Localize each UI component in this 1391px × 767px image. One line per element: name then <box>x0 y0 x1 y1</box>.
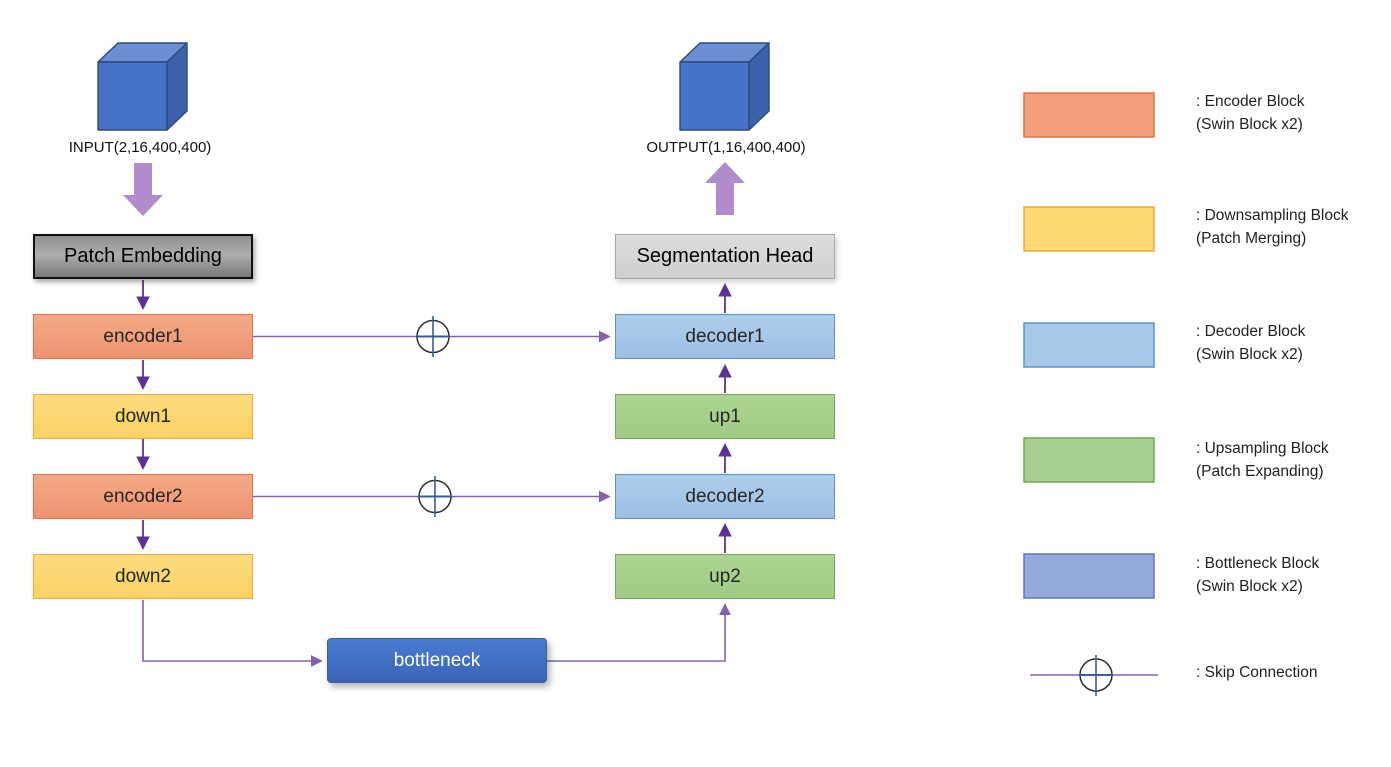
arrow-bottleneck-to-up2 <box>547 603 731 662</box>
legend-encoder-swatch-rect <box>1023 92 1155 138</box>
block-up2-label: up2 <box>709 565 741 587</box>
legend-skip-connection-text: : Skip Connection <box>1196 661 1318 684</box>
block-encoder2-label: encoder2 <box>103 485 183 507</box>
legend-encoder-swatch <box>1023 92 1155 138</box>
output-cube-front-face <box>679 61 750 131</box>
block-bottleneck-label: bottleneck <box>393 649 481 671</box>
legend-skip-connection-symbol <box>1030 655 1158 696</box>
block-down2-label: down2 <box>115 565 171 587</box>
block-encoder2: encoder2 <box>33 474 253 519</box>
legend-decoder-swatch <box>1023 322 1155 368</box>
input-cube-front-face <box>97 61 168 131</box>
block-patch-embedding: Patch Embedding <box>33 234 253 279</box>
legend-bottleneck-swatch-rect <box>1023 553 1155 599</box>
legend-downsampling-text: : Downsampling Block (Patch Merging) <box>1196 204 1348 250</box>
legend-downsampling-swatch-rect <box>1023 206 1155 252</box>
input-to-patch-embedding-arrow-icon <box>123 163 163 216</box>
block-down1-label: down1 <box>115 405 171 427</box>
legend-upsampling-line1: : Upsampling Block <box>1196 440 1329 457</box>
block-up1-label: up1 <box>709 405 741 427</box>
input-cube-icon <box>97 42 188 131</box>
block-decoder2-label: decoder2 <box>685 485 765 507</box>
output-cube-icon <box>679 42 770 131</box>
block-bottleneck: bottleneck <box>327 638 547 683</box>
legend-skip-connection-line1: : Skip Connection <box>1196 664 1318 681</box>
legend-downsampling-line2: (Patch Merging) <box>1196 230 1307 247</box>
block-down2: down2 <box>33 554 253 599</box>
legend-decoder-line2: (Swin Block x2) <box>1196 346 1303 363</box>
block-encoder1-label: encoder1 <box>103 325 183 347</box>
legend-encoder-line1: : Encoder Block <box>1196 93 1305 110</box>
legend-upsampling-swatch-rect <box>1023 437 1155 483</box>
block-patch-embedding-label: Patch Embedding <box>64 245 222 267</box>
output-label: OUTPUT(1,16,400,400) <box>646 139 806 156</box>
block-decoder1-label: decoder1 <box>685 325 765 347</box>
legend-downsampling-swatch <box>1023 206 1155 252</box>
arrow-down2-to-bottleneck <box>142 600 323 667</box>
legend-decoder-swatch-rect <box>1023 322 1155 368</box>
legend-bottleneck-line1: : Bottleneck Block <box>1196 555 1320 572</box>
block-encoder1: encoder1 <box>33 314 253 359</box>
legend-upsampling-line2: (Patch Expanding) <box>1196 463 1324 480</box>
block-segmentation-head-label: Segmentation Head <box>636 245 814 267</box>
legend-upsampling-text: : Upsampling Block (Patch Expanding) <box>1196 437 1329 483</box>
block-down1: down1 <box>33 394 253 439</box>
legend-decoder-text: : Decoder Block (Swin Block x2) <box>1196 320 1305 366</box>
legend-upsampling-swatch <box>1023 437 1155 483</box>
legend-bottleneck-line2: (Swin Block x2) <box>1196 578 1303 595</box>
legend-decoder-line1: : Decoder Block <box>1196 323 1306 340</box>
skip-connection-plus-icon-1 <box>416 316 450 357</box>
legend-bottleneck-swatch <box>1023 553 1155 599</box>
block-up2: up2 <box>615 554 835 599</box>
legend-encoder-text: : Encoder Block (Swin Block x2) <box>1196 90 1305 136</box>
block-decoder1: decoder1 <box>615 314 835 359</box>
block-segmentation-head: Segmentation Head <box>615 234 835 279</box>
legend-encoder-line2: (Swin Block x2) <box>1196 116 1303 133</box>
legend-bottleneck-text: : Bottleneck Block (Swin Block x2) <box>1196 552 1319 598</box>
block-decoder2: decoder2 <box>615 474 835 519</box>
input-label: INPUT(2,16,400,400) <box>68 139 212 156</box>
block-up1: up1 <box>615 394 835 439</box>
legend-downsampling-line1: : Downsampling Block <box>1196 207 1349 224</box>
skip-connection-plus-icon-2 <box>418 476 452 517</box>
segmentation-head-to-output-arrow-icon <box>705 162 745 215</box>
